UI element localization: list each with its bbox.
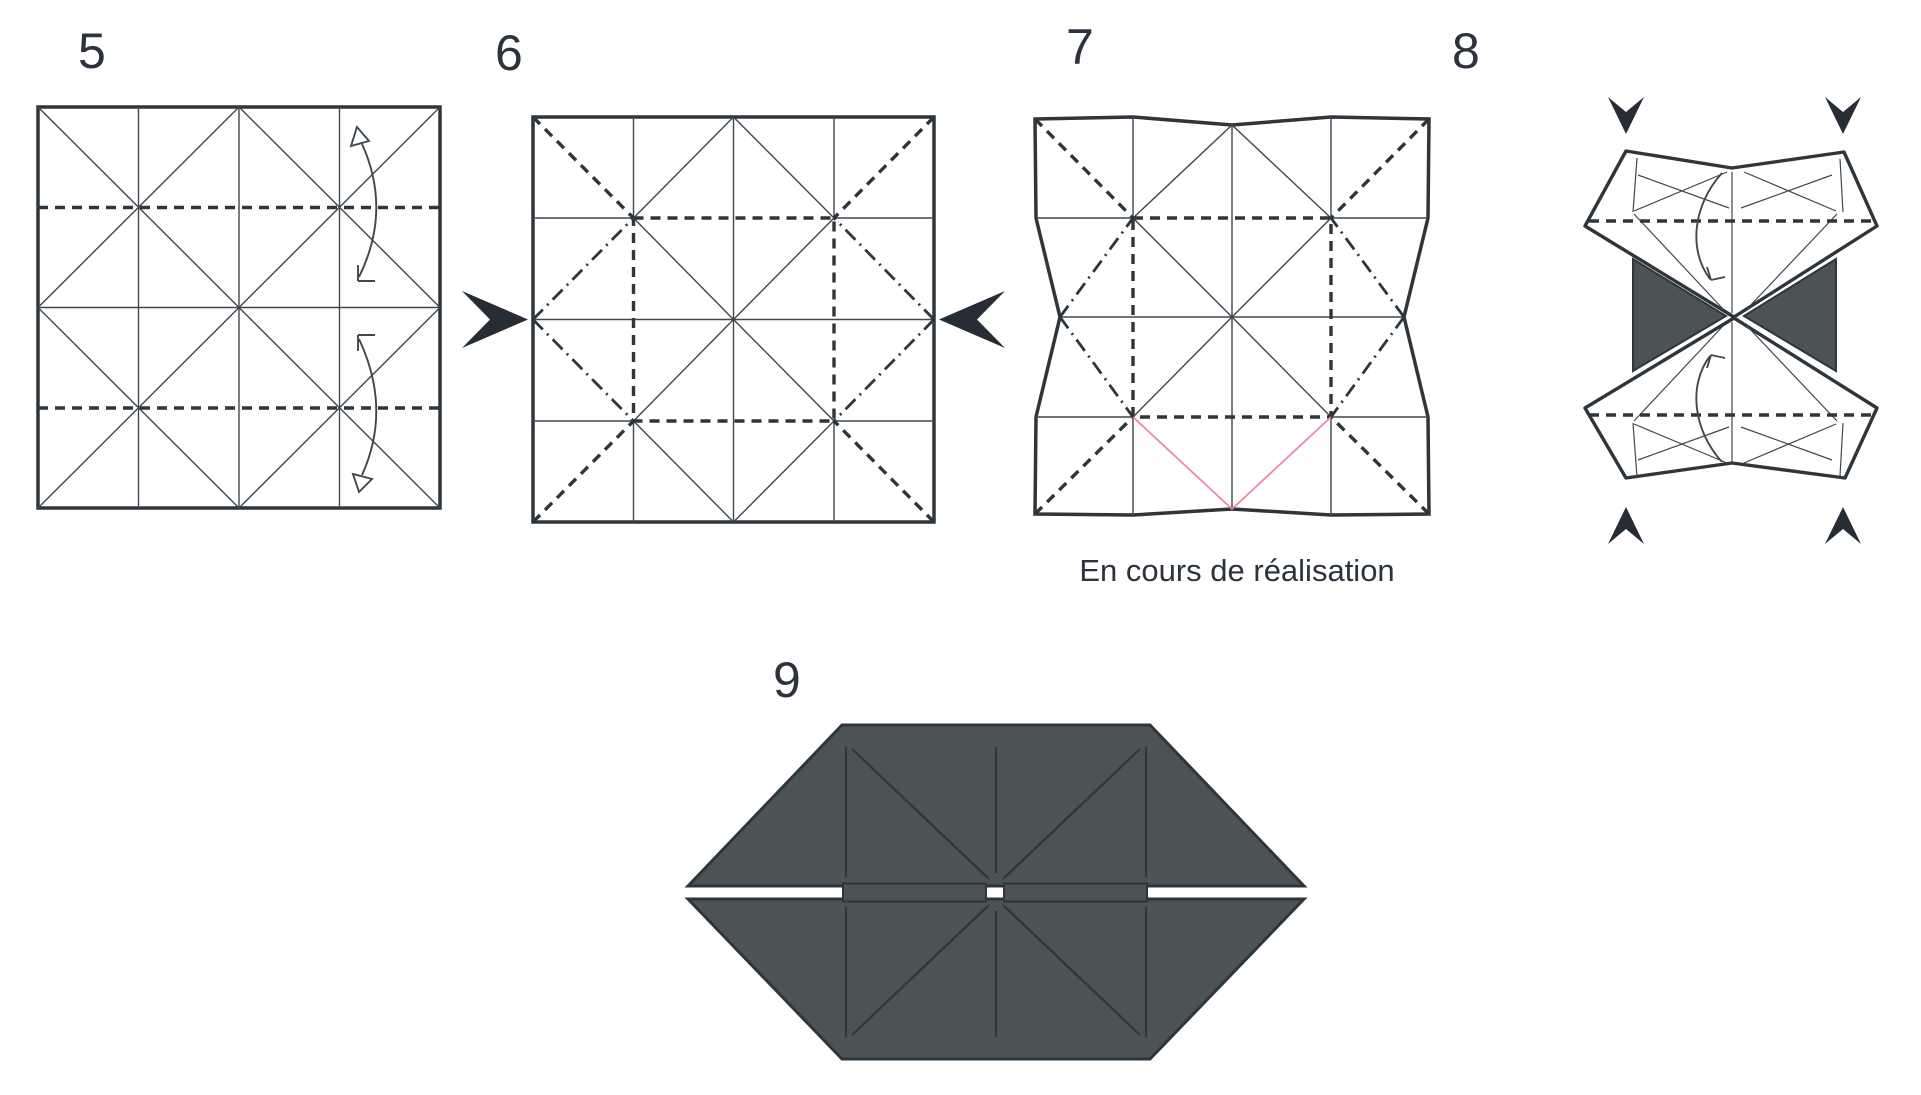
step6-valley-fold-lines	[531, 115, 936, 524]
collapse-arrow-up-right-icon	[1825, 507, 1861, 544]
collapse-arrow-down-right-icon	[1825, 97, 1861, 134]
fold-arrow-open-head-icon	[351, 472, 374, 494]
collapse-arrow-up-left-icon	[1608, 507, 1644, 544]
fold-arrow-open-head-icon	[349, 125, 371, 148]
step5-diagram	[36, 105, 442, 510]
step5-crease-grid	[37, 106, 441, 509]
step8-crease-lines	[1632, 157, 1844, 478]
push-arrow-left-icon	[939, 291, 1005, 348]
fold-arrow-half-head-icon	[357, 265, 375, 282]
step5-fold-arrow-bottom	[351, 334, 378, 494]
step8-fold-arrow-bottom	[1695, 354, 1726, 463]
step8-diagram	[1583, 97, 1879, 544]
step7-crease-grid	[1036, 117, 1428, 515]
step7-number-label: 7	[1066, 19, 1094, 75]
step8-valley-fold-lines	[1589, 219, 1873, 417]
step9-center-tab-left	[842, 882, 987, 903]
step7-mountain-fold-lines	[1058, 217, 1406, 418]
step7-caption: En cours de réalisation	[1079, 553, 1395, 588]
step8-dark-flap-right	[1742, 257, 1837, 373]
step5-fold-arrow-top	[349, 125, 378, 282]
step6-number-label: 6	[495, 25, 523, 81]
push-arrow-right-icon	[462, 291, 528, 348]
step7-highlighted-fold-lines	[1132, 416, 1332, 510]
step9-number-label: 9	[773, 652, 801, 708]
step7-diagram	[1033, 115, 1431, 517]
step8-fold-arrow-top	[1695, 172, 1726, 281]
step9-center-tab-right	[1003, 882, 1148, 903]
step9-crease-lines	[844, 747, 1148, 1037]
fold-arrow-half-head-icon	[357, 334, 375, 351]
step6-mountain-fold-lines	[532, 217, 935, 422]
collapse-arrow-down-left-icon	[1608, 97, 1644, 134]
step6-crease-grid	[533, 116, 934, 523]
step6-diagram	[462, 115, 1005, 524]
step9-diagram	[684, 723, 1308, 1061]
step8-dark-flap-left	[1632, 257, 1728, 373]
step5-number-label: 5	[78, 23, 106, 79]
fold-arrow-half-head-icon	[1706, 354, 1726, 369]
fold-arrow-half-head-icon	[1706, 266, 1726, 281]
step8-number-label: 8	[1452, 23, 1480, 79]
